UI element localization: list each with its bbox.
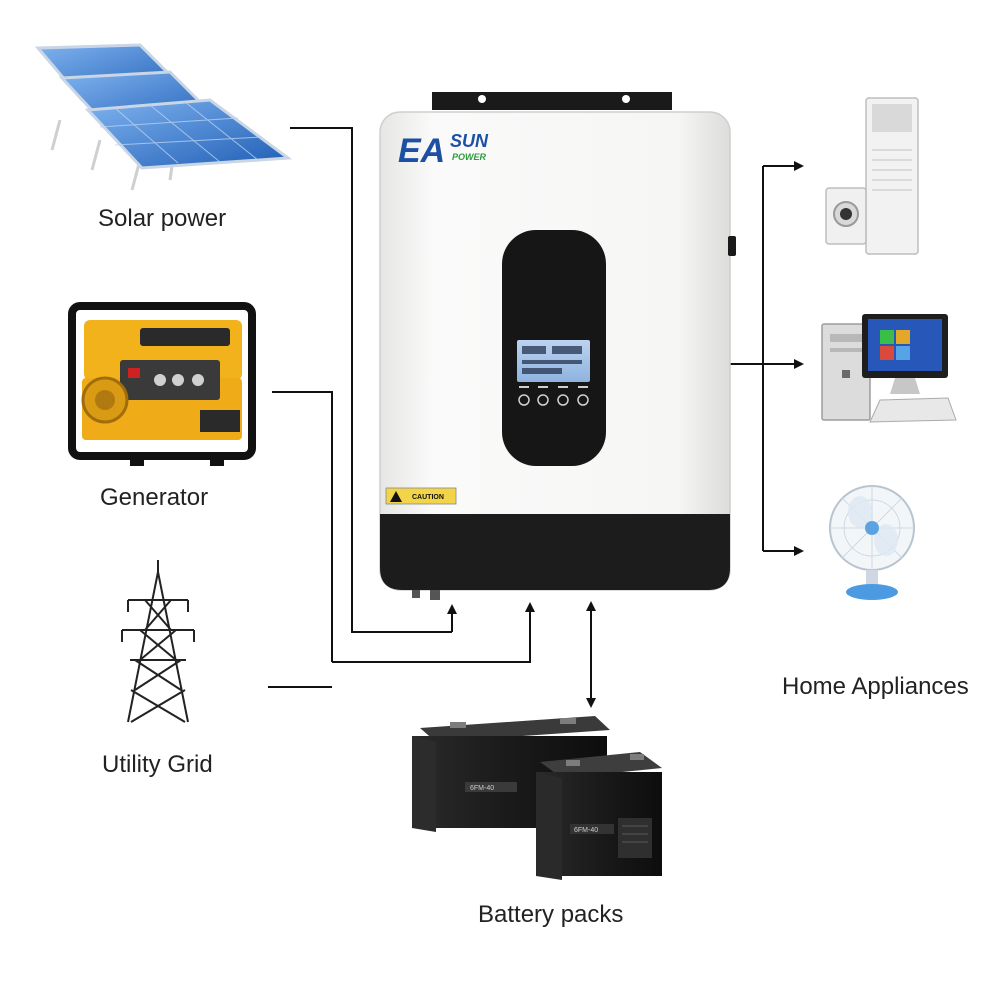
generator-icon <box>68 302 256 466</box>
inverter-base <box>380 514 730 590</box>
battery-model-label-front: 6FM-40 <box>574 827 598 834</box>
computer-icon <box>821 314 957 423</box>
battery-icon: 6FM-40 6FM-40 <box>412 716 662 880</box>
control-button <box>537 394 549 406</box>
solar-connection-line <box>290 127 452 633</box>
connection-lines <box>268 127 804 708</box>
generator-label: Generator <box>100 484 208 511</box>
control-button <box>557 394 569 406</box>
brand-logo-sun: SUN <box>450 131 489 151</box>
appliances-label: Home Appliances <box>782 673 969 700</box>
brand-logo-power: POWER <box>452 152 487 162</box>
generator-connection-line <box>272 391 333 662</box>
air-conditioner-icon <box>825 97 919 255</box>
ac-input-connection-line <box>332 620 531 663</box>
control-button <box>518 394 530 406</box>
brand-logo-main: EA <box>398 132 445 170</box>
solar-panel-icon <box>34 43 293 191</box>
caution-text: CAUTION <box>412 494 444 501</box>
control-button <box>577 394 589 406</box>
solar-label: Solar power <box>98 205 226 232</box>
fan-icon <box>829 485 915 600</box>
grid-label: Utility Grid <box>102 751 213 778</box>
caution-sticker <box>385 487 457 505</box>
mounting-bracket <box>432 92 672 110</box>
transmission-tower-icon <box>121 560 195 723</box>
battery-label: Battery packs <box>478 901 623 928</box>
inverter-icon: EA SUN POWER CAUTION <box>379 92 736 600</box>
battery-model-label: 6FM-40 <box>470 785 494 792</box>
